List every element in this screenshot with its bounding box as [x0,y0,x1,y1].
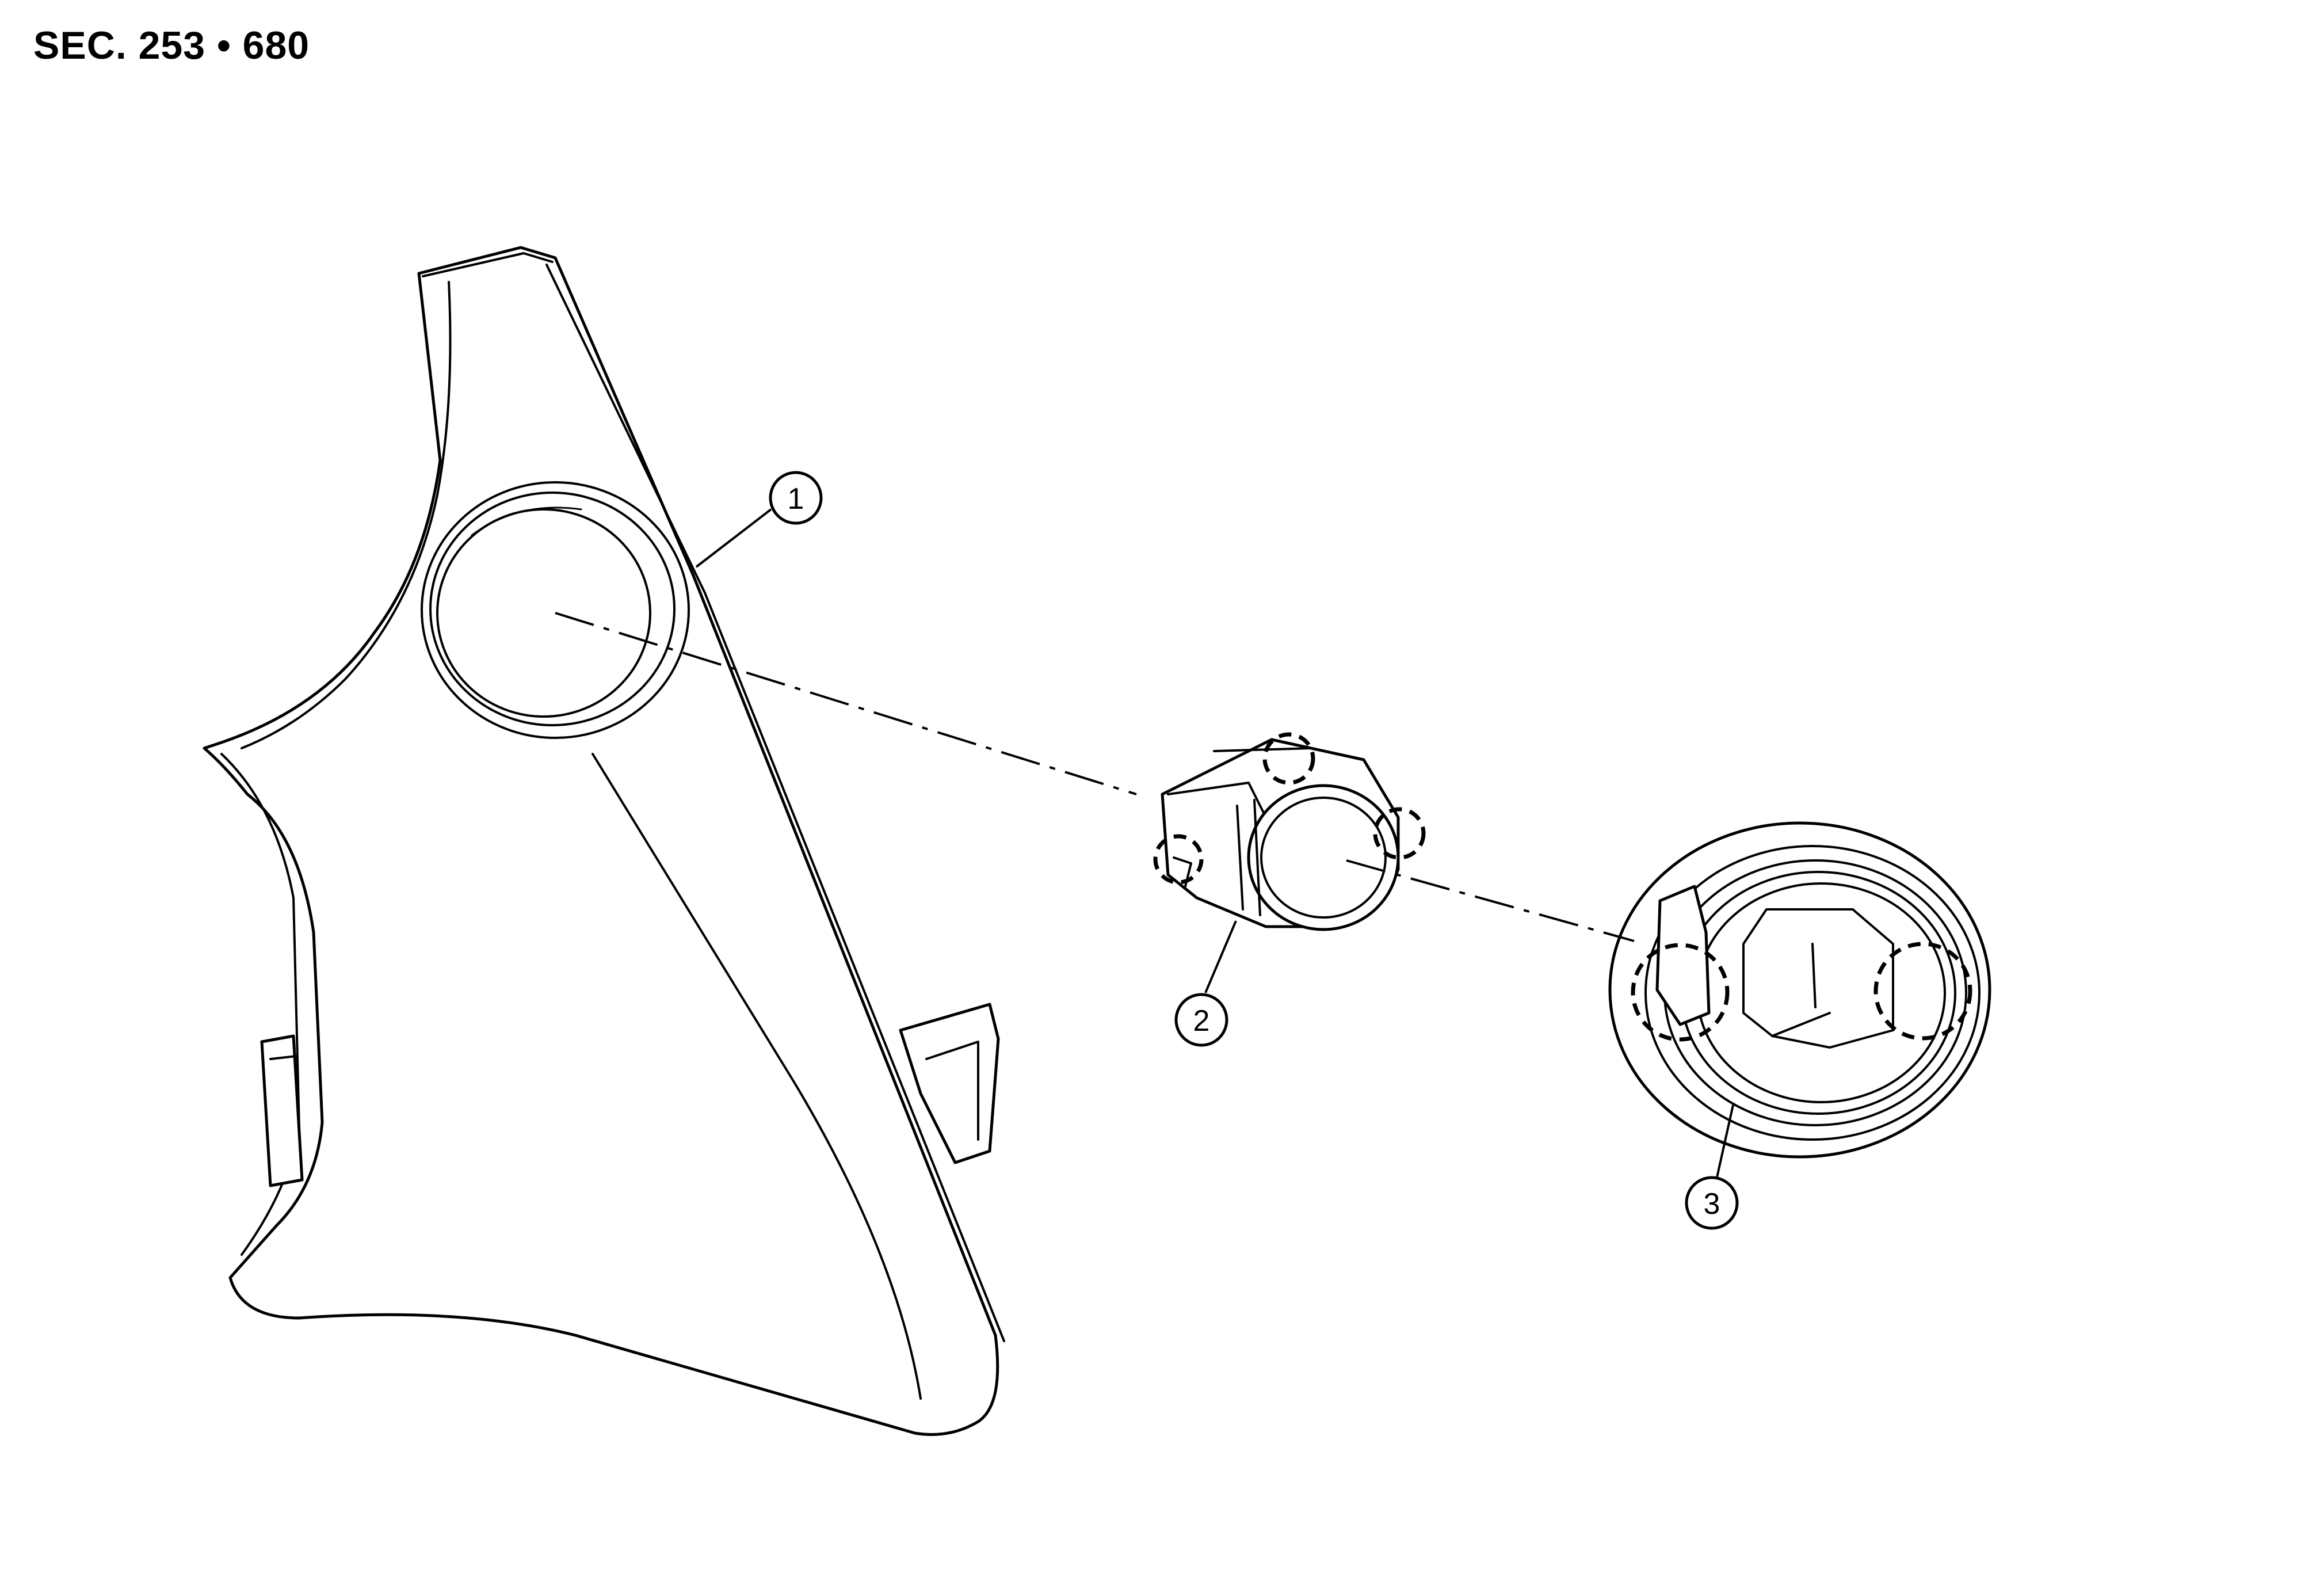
finisher-right-bracket-detail [925,1041,979,1141]
knob-top-slot [1213,747,1313,752]
finisher-body [203,246,999,1436]
knob-clip-top [1262,732,1315,785]
finisher-opening-mid-ring [429,492,676,726]
assembly-axis-1-2 [555,612,1137,795]
knob-side-ridge [1236,805,1244,911]
finisher-left-contour [220,753,300,1256]
ring-step-1 [1644,845,1980,1141]
callout-3-leader [1715,1104,1734,1180]
callout-1-circle [769,471,823,525]
knob-clip-left [1153,834,1204,885]
ring-outer [1608,821,1991,1159]
ring-clip-left [1631,943,1730,1042]
callout-2-circle [1174,993,1228,1047]
callout-3: 3 [1685,1104,1739,1230]
assembly-axis-2-3 [1346,859,1635,942]
part-1-finisher-panel [203,246,1005,1436]
finisher-inner-contour-left [241,281,452,749]
finisher-opening-shade [471,506,582,536]
ring-side-tab [1655,885,1711,1026]
finisher-left-tab-detail [269,1055,297,1060]
finisher-face-crease [592,753,922,1400]
ring-center-floor [1771,1012,1831,1037]
callout-2-number: 2 [1193,1004,1210,1038]
callout-1: 1 [695,471,823,568]
finisher-top-edge [422,252,554,277]
finisher-left-tab [260,1034,304,1187]
finisher-inner-contour-right [545,264,1005,1342]
callout-3-circle [1685,1176,1739,1230]
ring-clip-right [1873,942,1972,1041]
callout-3-number: 3 [1704,1187,1720,1221]
knob-face-inner [1260,797,1387,919]
knob-face [1247,784,1400,931]
part-2-knob-unit [1153,732,1426,931]
part-3-ring-bracket [1608,821,1991,1159]
ring-center-slot [1811,943,1817,1008]
finisher-opening-outer-ring [421,481,690,739]
section-reference: SEC. 253 • 680 [33,24,310,67]
callout-1-leader [695,508,772,568]
callout-1-number: 1 [788,482,804,516]
knob-side-ridge-2 [1253,799,1261,916]
ring-center-opening [1742,908,1894,1049]
finisher-opening-inner [436,508,651,718]
callout-2: 2 [1174,920,1237,1047]
knob-housing-edge [1167,782,1267,818]
callout-2-leader [1204,920,1237,993]
knob-clip-right [1373,807,1426,860]
